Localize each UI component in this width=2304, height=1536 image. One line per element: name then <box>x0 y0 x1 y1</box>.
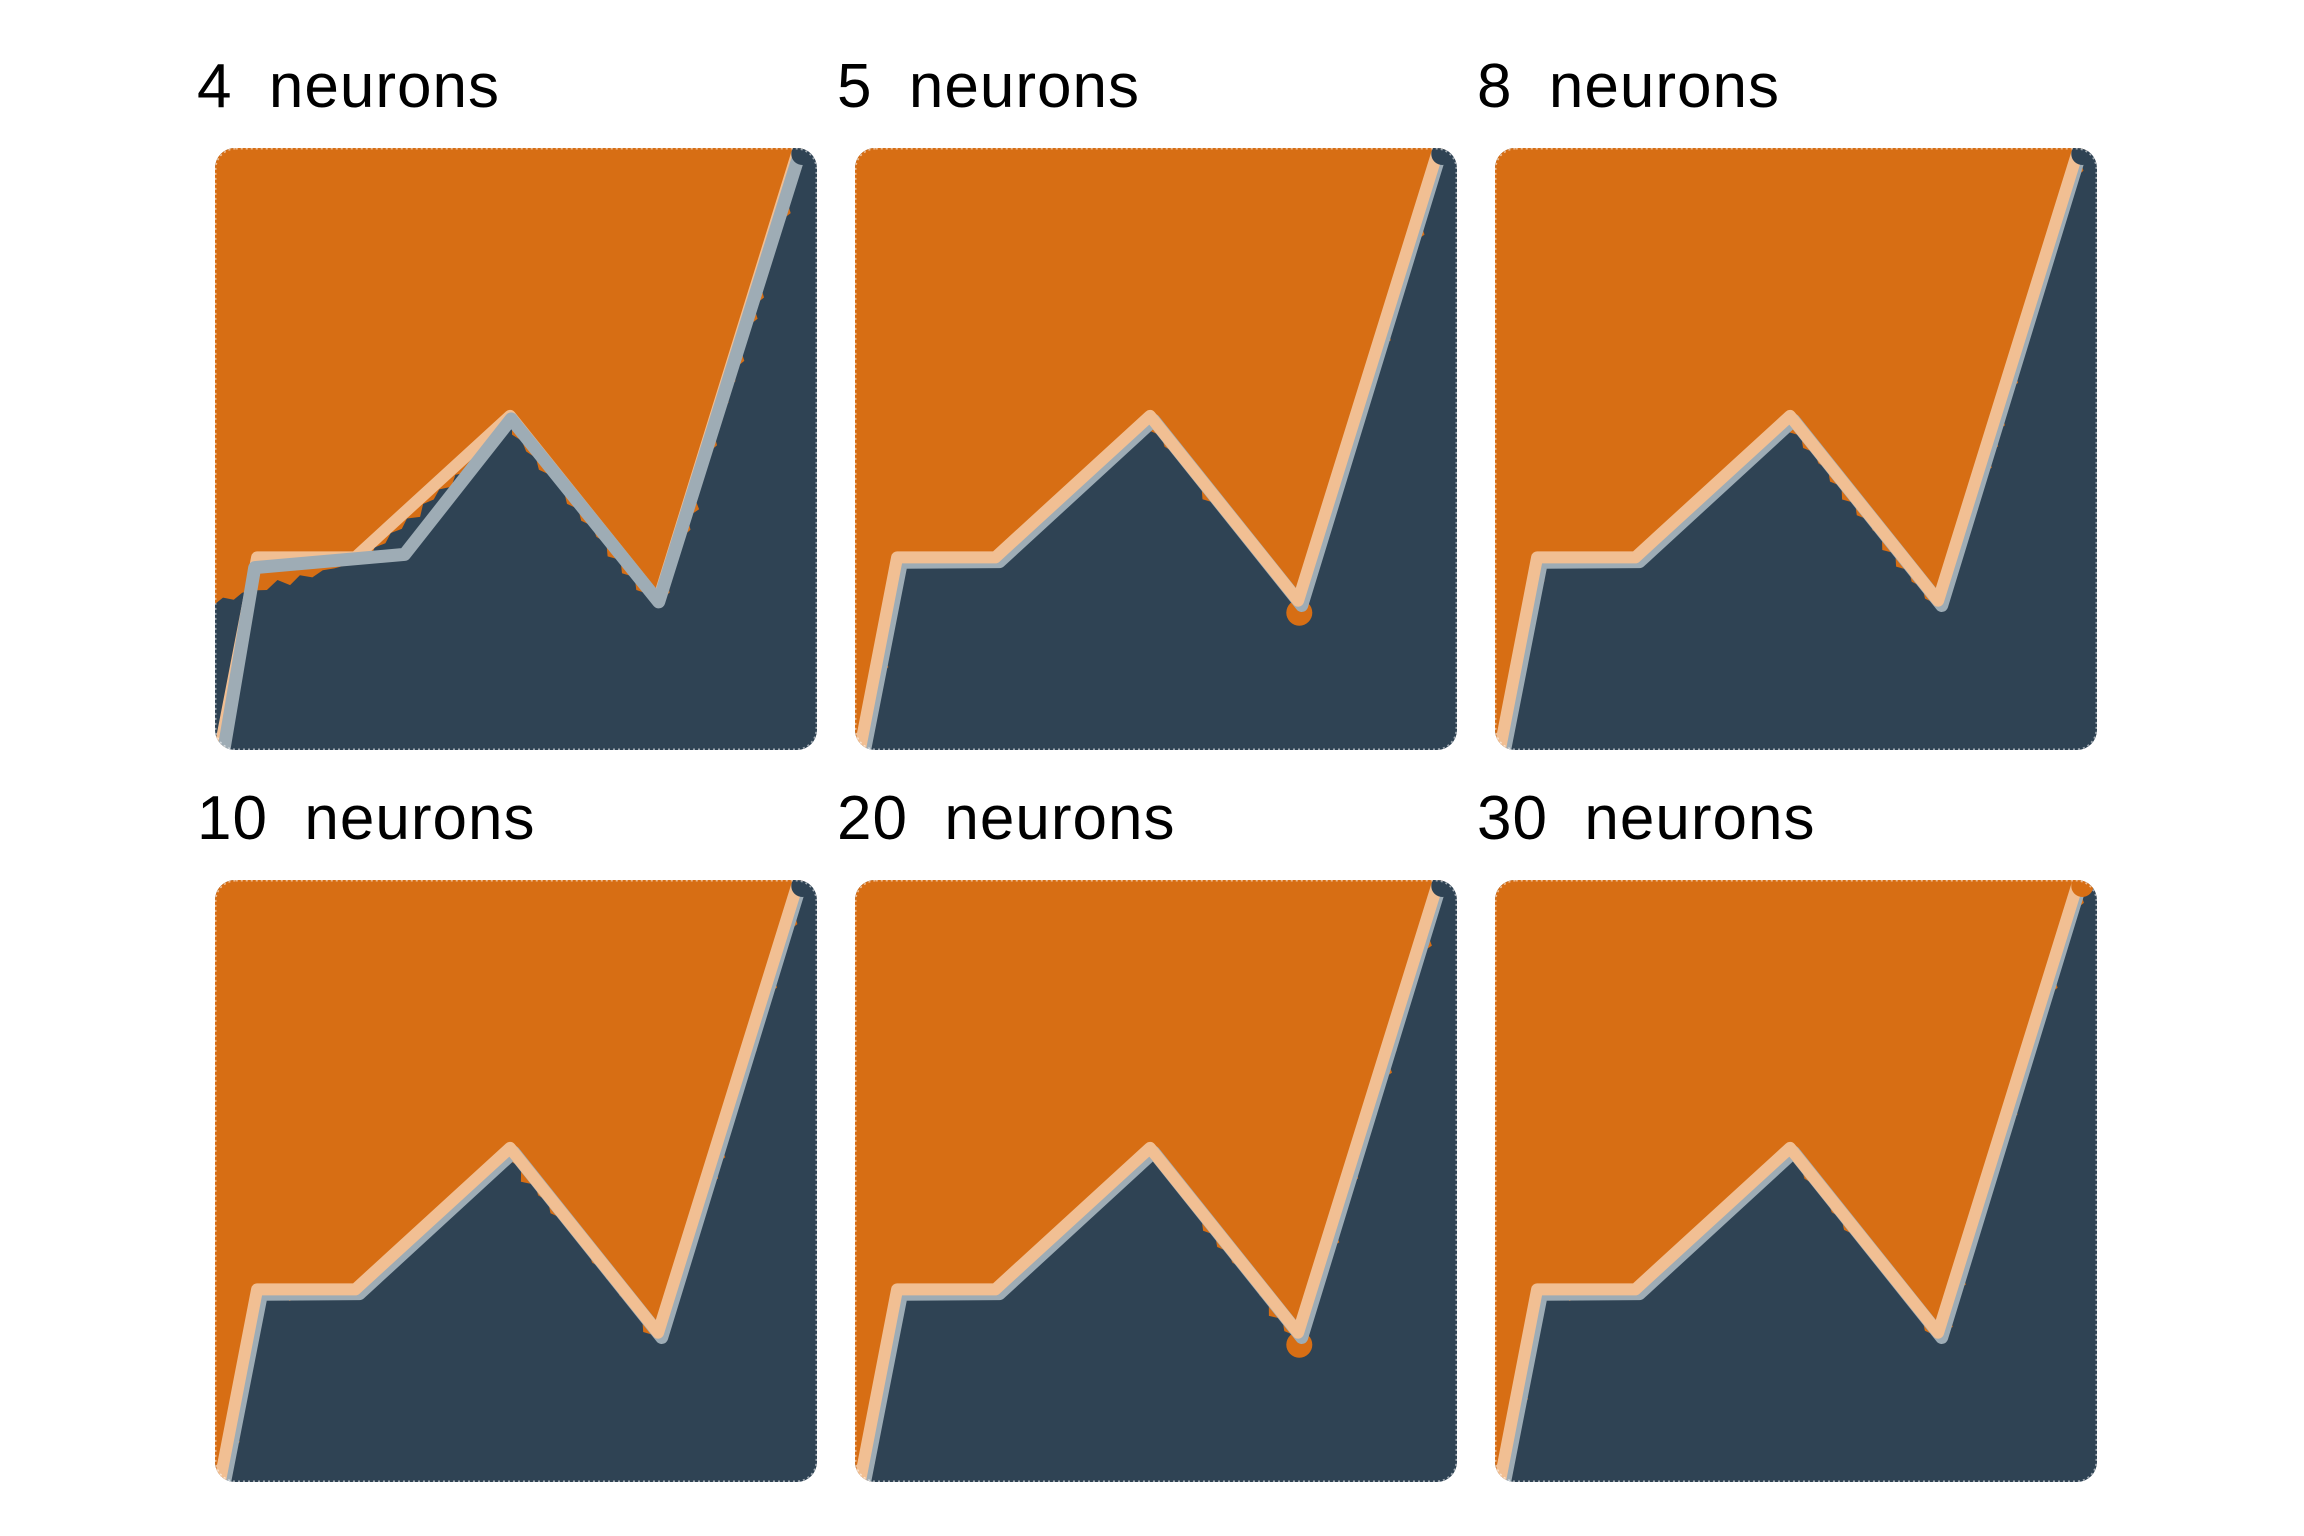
true-function-line <box>1495 148 2087 750</box>
true-function-line <box>855 148 1447 750</box>
card-edge <box>1495 880 2097 1482</box>
region-class-above <box>215 880 807 1482</box>
card-edge <box>1495 148 2097 750</box>
decision-boundary-plot <box>1495 880 2097 1482</box>
region-class-above <box>855 148 1447 750</box>
plot-title: 30 neurons <box>1477 784 1816 853</box>
learned-function-line <box>216 148 810 750</box>
true-function-line <box>215 880 807 1482</box>
decision-boundary-plot <box>1495 148 2097 750</box>
true-function-line <box>855 880 1447 1482</box>
decision-boundary-plot <box>215 880 817 1482</box>
card-edge <box>855 148 1457 750</box>
plot-title: 8 neurons <box>1477 52 1780 121</box>
region-class-above <box>1495 880 2092 1482</box>
region-class-above <box>1495 148 2090 750</box>
card-edge <box>855 880 1457 1482</box>
region-class-above <box>215 148 807 605</box>
plot-title: 20 neurons <box>837 784 1176 853</box>
card-edge <box>215 148 817 750</box>
card-edge <box>215 880 817 1482</box>
true-function-line <box>1495 880 2087 1482</box>
decision-boundary-plot <box>855 880 1457 1482</box>
decision-boundary-plot <box>855 148 1457 750</box>
plot-title: 10 neurons <box>197 784 536 853</box>
decision-boundary-plot <box>215 148 817 750</box>
plot-title: 5 neurons <box>837 52 1140 121</box>
region-class-above <box>855 880 1447 1482</box>
plot-title: 4 neurons <box>197 52 500 121</box>
